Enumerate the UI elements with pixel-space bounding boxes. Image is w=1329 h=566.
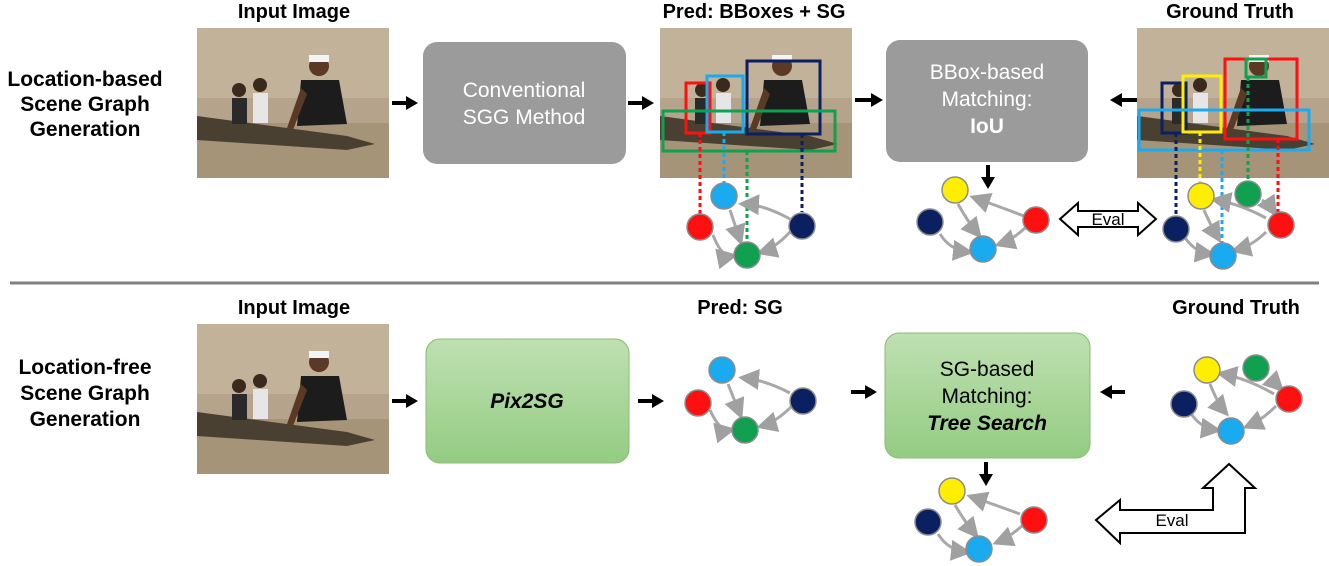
sg-matching-line-3: Tree Search (927, 412, 1047, 435)
ground-truth-scene-graph (1170, 354, 1303, 445)
input-image (197, 28, 389, 178)
row-label-line-3: Generation (30, 118, 141, 141)
row-label-line-1: Location-based (7, 68, 162, 91)
pix2sg-label: Pix2SG (490, 390, 564, 413)
bbox-matching-line-2: Matching: (941, 88, 1032, 111)
top-eval-label: Eval (1091, 210, 1124, 229)
pred-scene-graph (686, 182, 816, 270)
graph-node (789, 387, 817, 415)
graph-node (1162, 215, 1190, 243)
graph-node (1234, 180, 1262, 208)
graph-node (1193, 356, 1221, 384)
bottom-matched-scene-graph (914, 477, 1048, 563)
sg-matching-line-1: SG-based (940, 358, 1035, 381)
sg-matching-box (884, 332, 1091, 459)
eval-double-arrow (1058, 200, 1158, 238)
pix2sg-box (425, 338, 630, 464)
bottom-eval-label: Eval (1155, 511, 1188, 530)
ground-truth-scene-graph (1162, 180, 1295, 270)
top-matched-scene-graph (916, 176, 1050, 263)
pred-sg-title: Pred: SG (697, 297, 783, 319)
graph-node (914, 508, 942, 536)
graph-node (708, 356, 736, 384)
ground-truth-bounding-boxes (1137, 57, 1311, 152)
conventional-sgg-line-1: Conventional (463, 79, 586, 102)
eval-bent-arrow (1094, 462, 1258, 546)
graph-node (1170, 390, 1198, 418)
graph-node (969, 235, 997, 263)
pred-bboxes-sg-title: Pred: BBoxes + SG (663, 1, 846, 23)
conventional-sgg-line-2: SGG Method (463, 106, 586, 129)
graph-node (1275, 385, 1303, 413)
input-image-title: Input Image (238, 297, 350, 319)
graph-node (731, 416, 759, 444)
graph-node (938, 477, 966, 505)
graph-node (733, 241, 761, 269)
graph-node (1217, 417, 1245, 445)
graph-node (1267, 211, 1295, 239)
graph-node (788, 212, 816, 240)
graph-node (686, 213, 714, 241)
ground-truth-title: Ground Truth (1166, 1, 1294, 23)
graph-node (1020, 506, 1048, 534)
input-image (197, 324, 389, 474)
bbox-matching-line-3: IoU (970, 115, 1004, 138)
bbox-matching-box (886, 40, 1088, 162)
ground-truth-title: Ground Truth (1172, 297, 1300, 319)
row-label-line-2: Scene Graph (20, 93, 150, 116)
graph-node (965, 535, 993, 563)
row-label-line-2: Scene Graph (20, 382, 150, 405)
input-image-title: Input Image (238, 1, 350, 23)
bbox-matching-line-1: BBox-based (930, 61, 1044, 84)
graph-node (1187, 182, 1215, 210)
conventional-sgg-box (423, 42, 626, 164)
graph-node (684, 389, 712, 417)
graph-node (941, 176, 969, 204)
ground-truth-image (1137, 28, 1329, 178)
graph-node (1022, 206, 1050, 234)
top-section: Location-based Scene Graph Generation In… (7, 1, 1329, 270)
graph-node (1242, 354, 1270, 382)
graph-node (916, 208, 944, 236)
graph-node (710, 182, 738, 210)
row-label-line-1: Location-free (18, 356, 151, 379)
graph-node (1209, 242, 1237, 270)
pred-image (660, 28, 852, 178)
row-label-line-3: Generation (30, 408, 141, 431)
pred-scene-graph (684, 356, 817, 444)
bottom-section: Location-free Scene Graph Generation Inp… (18, 297, 1303, 563)
sg-matching-line-2: Matching: (941, 385, 1032, 408)
ground-truth-dotted-links (1174, 77, 1280, 243)
